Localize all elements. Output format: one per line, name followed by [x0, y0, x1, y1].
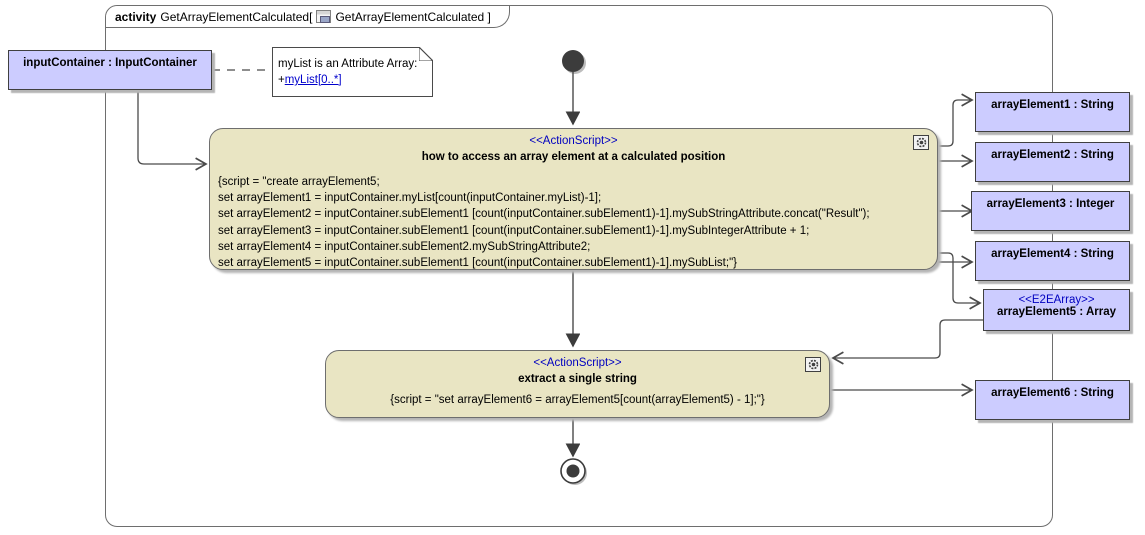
gear-icon — [805, 357, 821, 372]
script-line: {script = "set arrayElement6 = arrayElem… — [390, 394, 765, 406]
object-node-inputcontainer[interactable]: inputContainer : InputContainer — [8, 50, 212, 90]
object-node-arrayelement1[interactable]: arrayElement1 : String — [975, 92, 1130, 132]
object-node-arrayelement3[interactable]: arrayElement3 : Integer — [971, 191, 1130, 231]
object-node-arrayelement5[interactable]: <<E2EArray>> arrayElement5 : Array — [983, 289, 1130, 331]
object-label: arrayElement3 : Integer — [986, 198, 1115, 210]
action-extract[interactable]: <<ActionScript>> extract a single string… — [325, 350, 830, 418]
script-line: {script = "create arrayElement5; — [218, 176, 380, 188]
action-title: how to access an array element at a calc… — [421, 151, 726, 163]
object-node-arrayelement2[interactable]: arrayElement2 : String — [975, 142, 1130, 182]
object-label: arrayElement1 : String — [991, 99, 1114, 111]
object-stereotype: <<E2EArray>> — [1018, 294, 1095, 306]
initial-node[interactable] — [562, 50, 584, 72]
script-line: set arrayElement2 = inputContainer.subEl… — [218, 208, 870, 221]
diagram-icon — [316, 10, 332, 23]
note-fold-corner — [419, 47, 433, 61]
object-label: arrayElement5 : Array — [996, 306, 1117, 318]
note[interactable]: myList is an Attribute Array: +myList[0.… — [272, 47, 433, 97]
frame-diagram-ref: GetArrayElementCalculated ] — [335, 9, 491, 24]
object-label: arrayElement2 : String — [991, 149, 1114, 161]
final-node-core — [566, 464, 580, 478]
frame-name: GetArrayElementCalculated[ — [160, 9, 313, 24]
object-label: arrayElement6 : String — [991, 387, 1114, 399]
gear-icon — [913, 135, 929, 150]
script-line: set arrayElement4 = inputContainer.subEl… — [218, 240, 591, 253]
action-title: extract a single string — [518, 373, 637, 385]
script-line: set arrayElement3 = inputContainer.subEl… — [218, 224, 810, 237]
object-flow-to-arrayelement5[interactable] — [936, 252, 982, 310]
action-stereotype: <<ActionScript>> — [533, 357, 622, 369]
frame-keyword: activity — [115, 9, 157, 24]
note-text: myList is an Attribute Array: — [278, 58, 418, 70]
script-line: set arrayElement1 = inputContainer.myLis… — [218, 192, 602, 205]
action-main[interactable]: <<ActionScript>> how to access an array … — [209, 128, 938, 270]
object-flow-to-arrayelement1[interactable] — [936, 93, 974, 147]
object-flow-arrayelement5-to-extract-action[interactable] — [831, 319, 983, 365]
object-label: arrayElement4 : String — [991, 248, 1114, 260]
object-node-arrayelement6[interactable]: arrayElement6 : String — [975, 380, 1130, 420]
object-node-arrayelement4[interactable]: arrayElement4 : String — [975, 241, 1130, 281]
action-stereotype: <<ActionScript>> — [529, 135, 618, 147]
object-label: inputContainer : InputContainer — [23, 57, 197, 69]
mylist-link[interactable]: myList[0..*] — [284, 74, 342, 86]
note-link-prefix: + — [278, 74, 285, 86]
object-flow-inputcontainer-to-main-action[interactable] — [137, 90, 208, 171]
frame-title: activity GetArrayElementCalculated[ GetA… — [106, 6, 510, 28]
script-line: set arrayElement5 = inputContainer.subEl… — [218, 257, 737, 270]
